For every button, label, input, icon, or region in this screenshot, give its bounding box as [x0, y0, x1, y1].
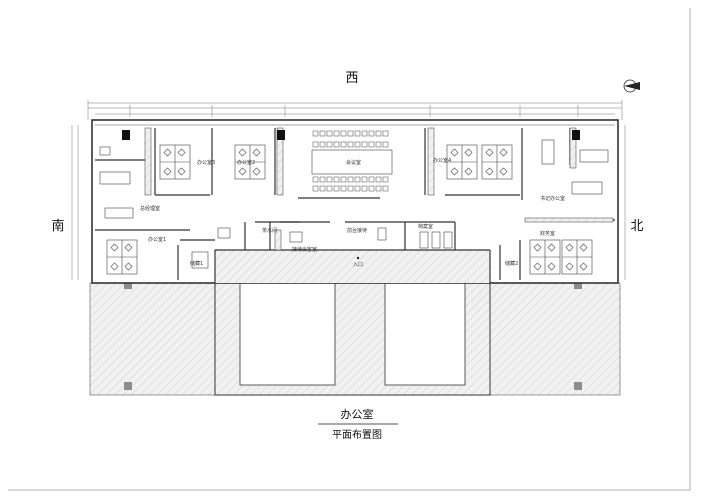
- room-label-reception-lounge: 接待会客室: [292, 246, 317, 253]
- executive-desks: [99, 139, 609, 269]
- room-label-storage1: 储藏1: [190, 260, 203, 267]
- room-label-front-desk: 前台接待: [347, 227, 367, 234]
- structural-walls: [122, 127, 614, 251]
- elevator-core-right: [384, 279, 466, 386]
- north-label: 北: [630, 219, 643, 234]
- west-label: 西: [345, 71, 358, 86]
- south-label: 南: [51, 218, 64, 234]
- room-label-office4: 办公室4: [433, 157, 451, 164]
- room-label-secretary-office: 书记办公室: [540, 195, 565, 202]
- room-label-storage2: 储藏2: [505, 260, 518, 267]
- room-label-meeting: 会议室: [346, 159, 361, 166]
- north-arrow-icon: [623, 79, 640, 93]
- drawing-title: 办公室: [341, 407, 374, 421]
- room-label-entrance: 入口: [353, 262, 363, 268]
- meeting-table: [311, 149, 393, 175]
- room-label-office1: 办公室1: [148, 236, 166, 243]
- entrance-marker-icon: [356, 256, 360, 260]
- drawing-subtitle: 平面布置图: [332, 429, 382, 441]
- room-label-gm-office: 总经理室: [140, 205, 160, 212]
- room-label-archive: 档案室: [418, 223, 433, 230]
- room-label-tea-room: 茶水间: [262, 227, 277, 234]
- interior-walls: [95, 128, 615, 280]
- room-label-finance: 财务室: [540, 230, 555, 237]
- elevator-core-left: [239, 279, 336, 386]
- meeting-chairs: [312, 130, 389, 192]
- room-label-office3: 办公室3: [197, 159, 215, 166]
- room-label-office2: 办公室2: [237, 159, 255, 166]
- columns: [124, 281, 582, 390]
